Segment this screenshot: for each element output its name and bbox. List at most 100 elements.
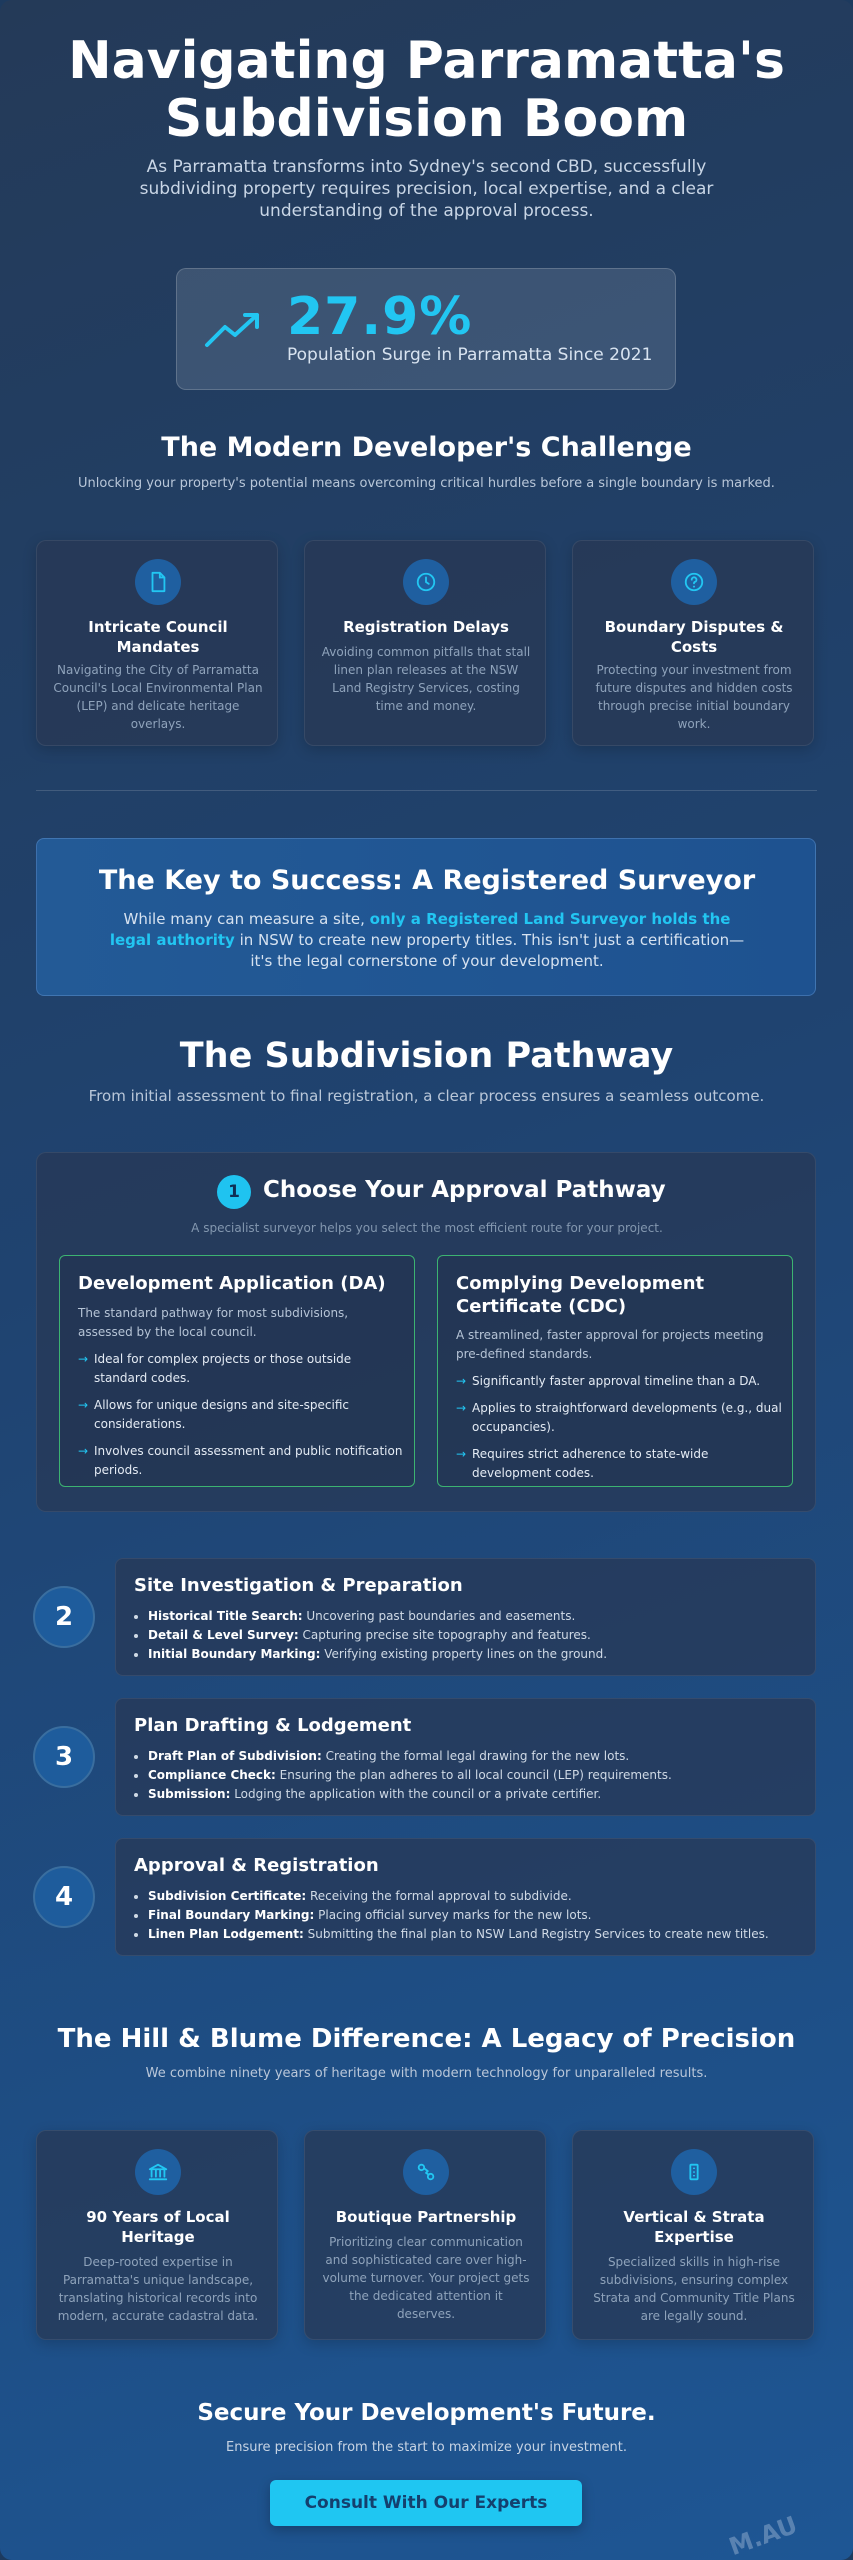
item-text: Creating the formal legal drawing for th… (321, 1749, 630, 1763)
item-text: Receiving the formal approval to subdivi… (306, 1889, 572, 1903)
challenge-subtitle: Unlocking your property's potential mean… (78, 476, 775, 491)
card-text: Specialized skills in high-rise subdivis… (593, 2255, 795, 2323)
list-item: → Applies to straightforward developments… (456, 1399, 782, 1437)
key-title: The Key to Success: A Registered Surveyo… (98, 865, 756, 896)
card-text: Protecting your investment from future d… (595, 663, 793, 731)
item-text: Verifying existing property lines on the… (320, 1647, 608, 1661)
arrow-icon: → (78, 1444, 89, 1458)
challenge-card-disputes: Boundary Disputes & Costs Protecting you… (572, 540, 814, 746)
item-text: Submitting the final plan to NSW Land Re… (303, 1927, 769, 1941)
list-item-text: Allows for unique designs and site-speci… (94, 1398, 349, 1431)
step-3-circle: 3 (33, 1726, 95, 1788)
card-text: Navigating the City of Parramatta Counci… (53, 663, 263, 731)
list-item: Subdivision Certificate: Receiving the f… (148, 1887, 798, 1906)
list-item-text: Applies to straightforward developments … (472, 1401, 782, 1434)
card-title: 90 Years of Local Heritage (86, 2208, 230, 2246)
key-text: While many can measure a site, only a Re… (107, 909, 747, 972)
card-text: Deep-rooted expertise in Parramatta's un… (57, 2255, 259, 2323)
item-label: Final Boundary Marking: (148, 1908, 315, 1922)
list-item: Linen Plan Lodgement: Submitting the fin… (148, 1925, 798, 1944)
list-item: → Significantly faster approval timeline … (456, 1372, 782, 1391)
list-item: Submission: Lodging the application with… (148, 1785, 798, 1804)
item-label: Subdivision Certificate: (148, 1889, 307, 1903)
difference-card-heritage: 90 Years of Local Heritage Deep-rooted e… (36, 2130, 278, 2340)
difference-subtitle: We combine ninety years of heritage with… (145, 2066, 708, 2081)
key-to-success-box: The Key to Success: A Registered Surveyo… (36, 838, 816, 996)
key-text-highlight: only a Registered Land Surveyor holds th… (109, 910, 731, 949)
difference-title: The Hill & Blume Difference: A Legacy of… (57, 2024, 796, 2054)
cdc-description: A streamlined, faster approval for proje… (456, 1328, 764, 1361)
watermark: M.AU (725, 2510, 801, 2560)
step-1-badge: 1 (217, 1175, 251, 1209)
list-item: Detail & Level Survey: Capturing precise… (148, 1626, 798, 1645)
da-description: The standard pathway for most subdivisio… (78, 1306, 349, 1339)
step-1-panel: 1 Choose Your Approval Pathway A special… (36, 1152, 816, 1512)
challenge-title: The Modern Developer's Challenge (161, 432, 692, 463)
arrow-icon: → (456, 1401, 467, 1415)
step-4-box: Approval & Registration Subdivision Cert… (115, 1838, 816, 1956)
item-label: Submission: (148, 1787, 231, 1801)
arrow-icon: → (456, 1447, 467, 1461)
step-1-subtitle: A specialist surveyor helps you select t… (191, 1221, 663, 1235)
population-stat-card: 27.9% Population Surge in Parramatta Sin… (176, 268, 676, 390)
arrow-icon: → (78, 1398, 89, 1412)
stat-value: 27.9% (287, 287, 473, 347)
list-item: → Requires strict adherence to state-wide… (456, 1445, 782, 1483)
step-2-circle: 2 (33, 1586, 95, 1648)
list-item-text: Ideal for complex projects or those outs… (94, 1352, 352, 1385)
card-text: Prioritizing clear communication and sop… (322, 2235, 530, 2321)
cta-title: Secure Your Development's Future. (197, 2400, 656, 2426)
card-title: Registration Delays (343, 618, 509, 636)
arrow-icon: → (78, 1352, 89, 1366)
key-text-start: While many can measure a site, (123, 910, 370, 928)
list-item: Initial Boundary Marking: Verifying exis… (148, 1645, 798, 1664)
building-icon (671, 2149, 717, 2195)
step-4-circle: 4 (33, 1866, 95, 1928)
list-item: Draft Plan of Subdivision: Creating the … (148, 1747, 798, 1766)
item-text: Ensuring the plan adheres to all local c… (275, 1768, 672, 1782)
cta-subtitle: Ensure precision from the start to maxim… (226, 2440, 627, 2455)
list-item-text: Involves council assessment and public n… (94, 1444, 403, 1477)
arrow-icon: → (456, 1374, 467, 1388)
stat-label: Population Surge in Parramatta Since 202… (287, 345, 653, 365)
step-3-title: Plan Drafting & Lodgement (134, 1715, 412, 1736)
item-label: Initial Boundary Marking: (148, 1647, 321, 1661)
list-item-text: Requires strict adherence to state-wide … (472, 1447, 709, 1480)
item-label: Linen Plan Lodgement: (148, 1927, 304, 1941)
page-title: Navigating Parramatta's Subdivision Boom (68, 31, 785, 149)
item-label: Compliance Check: (148, 1768, 276, 1782)
cdc-title: Complying Development Certificate (CDC) (456, 1273, 705, 1317)
card-title: Boundary Disputes & Costs (604, 618, 784, 656)
card-title: Boutique Partnership (335, 2208, 517, 2226)
consult-experts-button[interactable]: Consult With Our Experts (270, 2480, 582, 2526)
da-pathway-box: Development Application (DA) The standar… (59, 1255, 415, 1487)
card-text: Avoiding common pitfalls that stall line… (321, 645, 531, 713)
item-text: Capturing precise site topography and fe… (298, 1628, 591, 1642)
difference-card-strata: Vertical & Strata Expertise Specialized … (572, 2130, 814, 2340)
cdc-pathway-box: Complying Development Certificate (CDC) … (437, 1255, 793, 1487)
card-title: Vertical & Strata Expertise (623, 2208, 765, 2246)
step-4-list: Subdivision Certificate: Receiving the f… (148, 1887, 798, 1944)
list-item: → Ideal for complex projects or those out… (78, 1350, 404, 1388)
cdc-list: → Significantly faster approval timeline … (456, 1372, 782, 1491)
handshake-icon (403, 2149, 449, 2195)
pathway-subtitle: From initial assessment to final registr… (88, 1087, 765, 1105)
step-2-list: Historical Title Search: Uncovering past… (148, 1607, 798, 1664)
step-1-title: Choose Your Approval Pathway (263, 1177, 666, 1203)
challenge-card-registration: Registration Delays Avoiding common pitf… (304, 540, 546, 746)
list-item: Historical Title Search: Uncovering past… (148, 1607, 798, 1626)
trending-up-icon (205, 313, 259, 347)
section-divider (36, 790, 817, 791)
item-label: Historical Title Search: (148, 1609, 303, 1623)
question-icon (671, 559, 717, 605)
clock-icon (403, 559, 449, 605)
list-item-text: Significantly faster approval timeline t… (472, 1374, 761, 1388)
item-text: Uncovering past boundaries and easements… (302, 1609, 576, 1623)
da-title: Development Application (DA) (78, 1273, 386, 1294)
key-text-end: in NSW to create new property titles. Th… (234, 931, 745, 970)
document-icon (135, 559, 181, 605)
list-item: Compliance Check: Ensuring the plan adhe… (148, 1766, 798, 1785)
landmark-icon (135, 2149, 181, 2195)
difference-card-partnership: Boutique Partnership Prioritizing clear … (304, 2130, 546, 2340)
